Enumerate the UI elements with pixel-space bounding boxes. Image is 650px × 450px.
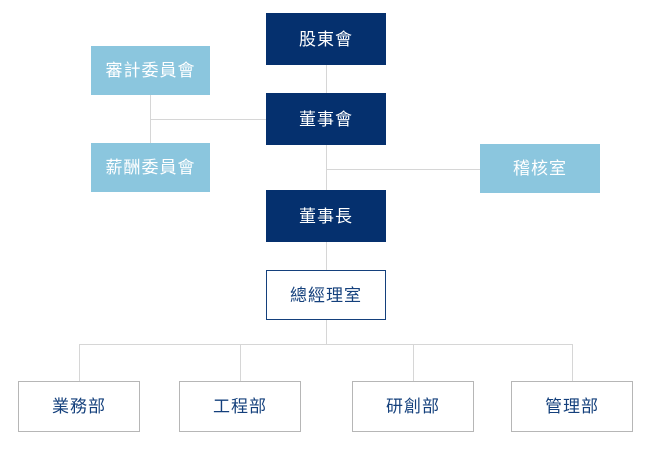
node-department-management[interactable]: 管理部 (511, 381, 633, 432)
connector-drop-department-1 (79, 344, 80, 382)
connector-drop-department-4 (572, 344, 573, 382)
connector-president-office-drop (326, 320, 327, 345)
node-audit-office[interactable]: 稽核室 (480, 144, 600, 193)
connector-drop-department-2 (240, 344, 241, 382)
node-department-engineering[interactable]: 工程部 (179, 381, 301, 432)
connector-committees-to-board (150, 119, 267, 120)
node-board-of-directors[interactable]: 董事會 (266, 93, 386, 145)
node-chairman[interactable]: 董事長 (266, 190, 386, 242)
connector-department-bus (79, 344, 573, 345)
node-president-office[interactable]: 總經理室 (266, 270, 386, 320)
node-department-research[interactable]: 研創部 (352, 381, 474, 432)
node-department-sales[interactable]: 業務部 (18, 381, 140, 432)
node-audit-committee[interactable]: 審計委員會 (91, 46, 210, 95)
node-compensation-committee[interactable]: 薪酬委員會 (91, 143, 210, 192)
connector-drop-department-3 (413, 344, 414, 382)
connector-board-to-audit-office (326, 169, 481, 170)
connector-board-to-chairman (326, 145, 327, 190)
connector-shareholders-to-board (326, 65, 327, 93)
node-shareholders-meeting[interactable]: 股東會 (266, 13, 386, 65)
connector-chairman-to-president-office (326, 242, 327, 271)
